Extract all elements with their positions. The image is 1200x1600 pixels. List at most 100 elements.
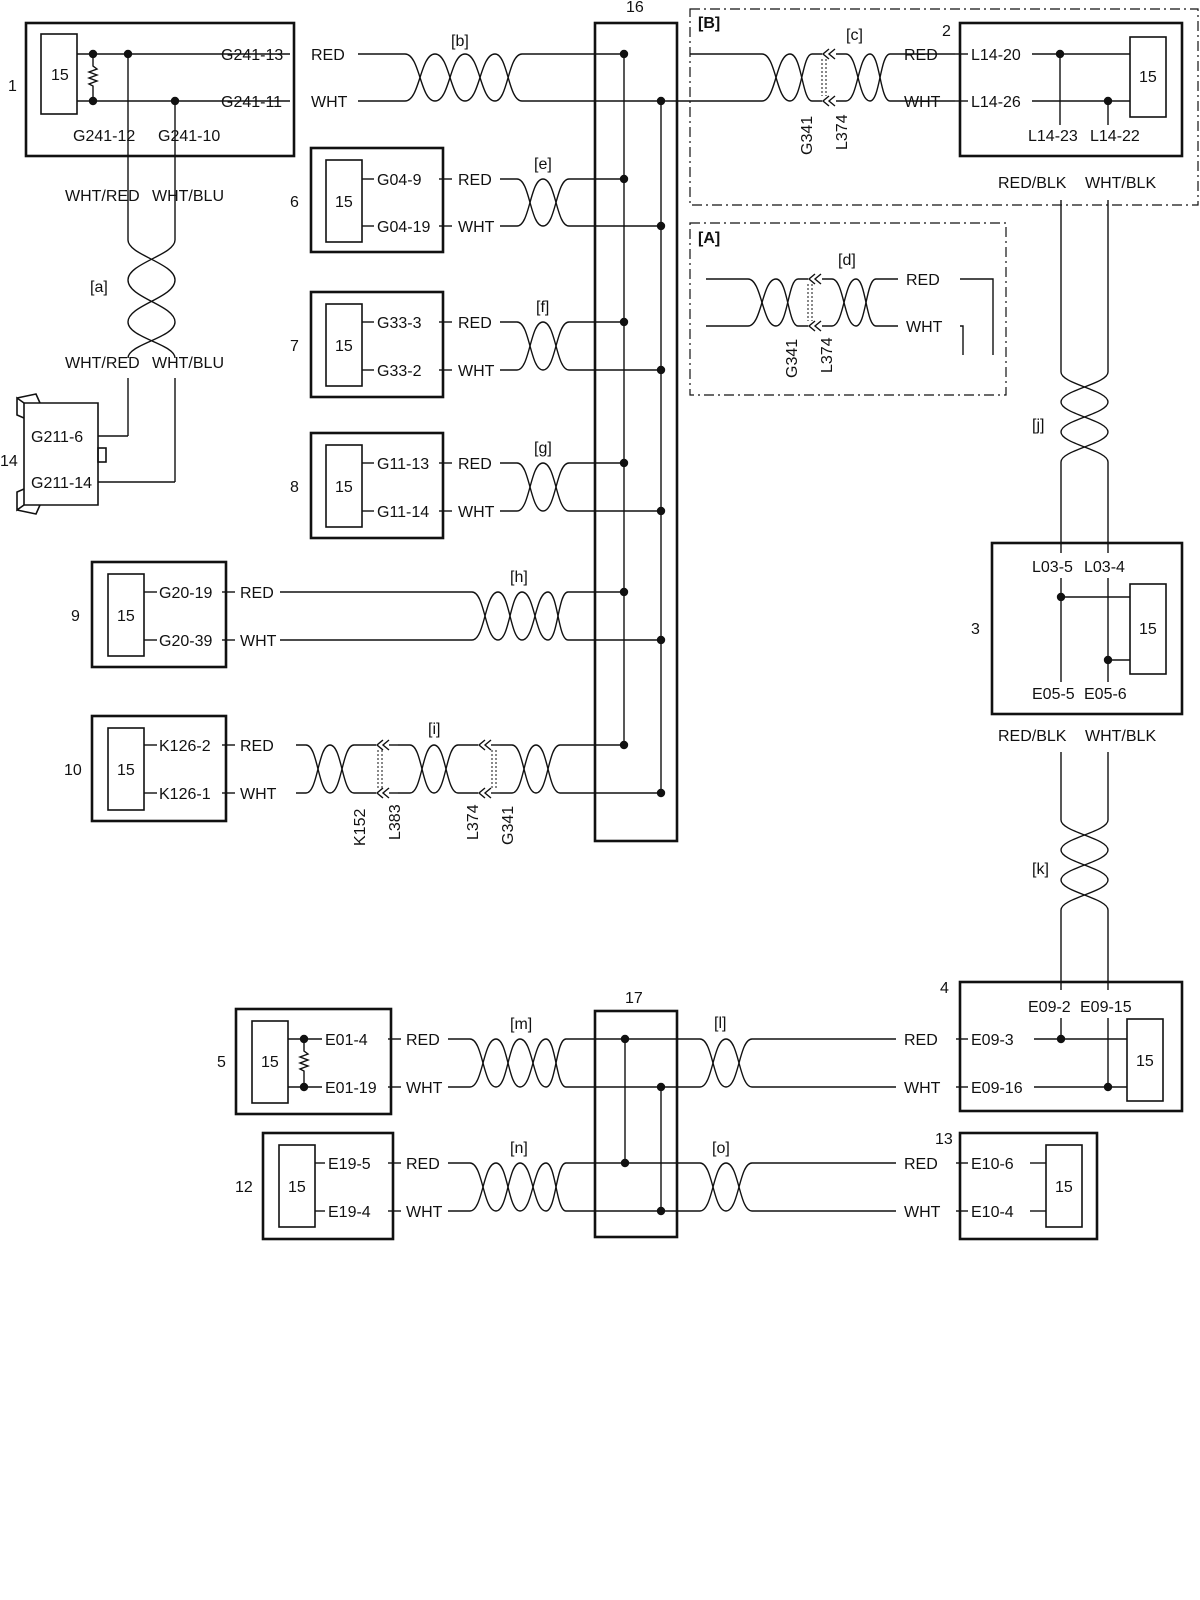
component-3-module-label: 15 <box>1139 621 1157 638</box>
variant-A: [A] [d] G341 L374 RED WHT <box>689 222 1007 396</box>
pin-E01-4: E01-4 <box>325 1032 368 1049</box>
pin-E09-15: E09-15 <box>1080 999 1132 1016</box>
variant-A-label: [A] <box>698 230 720 247</box>
pin-L14-23: L14-23 <box>1028 128 1078 145</box>
variant-B-label: [B] <box>698 15 720 32</box>
connector-label-G341: G341 <box>500 806 517 845</box>
junction-block-16: 16 <box>593 0 679 843</box>
pin-L14-20: L14-20 <box>971 47 1021 64</box>
pin-G11-14: G11-14 <box>377 504 429 521</box>
pin-G241-13: G241-13 <box>221 47 283 64</box>
twisted-pair-label-c: [c] <box>846 27 863 44</box>
wire-color-label: WHT <box>458 363 495 380</box>
wire-color-label: RED <box>458 315 492 332</box>
component-2: 15 2 L14-20 L14-26 L14-23 L14-22 <box>942 21 1184 158</box>
pin-G11-13: G11-13 <box>377 456 429 473</box>
pin-G241-12: G241-12 <box>73 128 135 145</box>
component-9-module-label: 15 <box>117 608 135 625</box>
component-4: 15 4 E09-2 E09-15 E09-3 E09-16 RED WHT <box>904 980 1184 1113</box>
terminating-resistor-icon <box>87 54 99 101</box>
pin-K126-2: K126-2 <box>159 738 211 755</box>
component-3-number: 3 <box>971 621 980 638</box>
pin-G20-39: G20-39 <box>159 633 212 650</box>
component-8-module-label: 15 <box>335 479 353 496</box>
twisted-pair-l: [l] <box>625 1015 896 1088</box>
diagnostic-connector-icon <box>23 402 99 506</box>
pin-G211-14: G211-14 <box>31 475 92 492</box>
component-9-number: 9 <box>71 608 80 625</box>
wire-color-label: RED <box>406 1032 440 1049</box>
pin-G04-19: G04-19 <box>377 219 430 236</box>
component-9: 15 9 G20-19 G20-39 RED WHT [h] <box>71 560 661 669</box>
component-4-box <box>958 980 1184 1113</box>
pin-G20-19: G20-19 <box>159 585 212 602</box>
twisted-pair-label-m: [m] <box>510 1016 532 1033</box>
wire-color-label: RED <box>406 1156 440 1173</box>
pin-E10-6: E10-6 <box>971 1156 1014 1173</box>
wire-color-label: RED <box>240 585 274 602</box>
component-6-module-label: 15 <box>335 194 353 211</box>
pin-E05-6: E05-6 <box>1084 686 1127 703</box>
wire-color-label: RED <box>904 1156 938 1173</box>
pin-G241-11: G241-11 <box>221 94 282 111</box>
twisted-pair-k: RED/BLK WHT/BLK [k] <box>998 728 1156 990</box>
twisted-pair-j: RED/BLK WHT/BLK [j] <box>998 175 1156 553</box>
component-5-number: 5 <box>217 1054 226 1071</box>
connector-label-L374: L374 <box>819 337 836 373</box>
variant-B-frame <box>689 8 1199 206</box>
component-2-module-label: 15 <box>1139 69 1157 86</box>
terminating-resistor-icon <box>298 1039 310 1087</box>
junction-16-box <box>593 21 679 843</box>
wire-color-label: WHT/RED <box>65 188 140 205</box>
wire-color-label: WHT/RED <box>65 355 140 372</box>
component-9-module <box>107 573 145 657</box>
pin-G211-6: G211-6 <box>31 429 83 446</box>
component-1-box <box>24 21 296 158</box>
twisted-pair-label-n: [n] <box>510 1140 528 1157</box>
twisted-pair-label-b: [b] <box>451 33 469 50</box>
twisted-pair-label-o: [o] <box>712 1140 730 1157</box>
pin-K126-1: K126-1 <box>159 786 211 803</box>
component-1-number: 1 <box>8 78 17 95</box>
twisted-pair-label-f: [f] <box>536 299 549 316</box>
wire-color-label: WHT <box>458 504 495 521</box>
twisted-pair-label-i: [i] <box>428 721 440 738</box>
connector-label-L374: L374 <box>465 804 482 840</box>
wire-color-label: RED <box>311 47 345 64</box>
component-4-module-label: 15 <box>1136 1053 1154 1070</box>
component-2-box <box>958 21 1184 158</box>
twisted-pair-b: [b] <box>358 33 690 102</box>
pin-E19-5: E19-5 <box>328 1156 371 1173</box>
pin-G241-10: G241-10 <box>158 128 220 145</box>
component-7-number: 7 <box>290 338 299 355</box>
component-8-number: 8 <box>290 479 299 496</box>
inline-connector-K152-L383 <box>375 739 398 799</box>
component-7-box <box>309 290 445 399</box>
component-7-module <box>325 303 363 387</box>
wire-color-label: WHT <box>406 1204 443 1221</box>
twisted-pair-label-g: [g] <box>534 440 552 457</box>
connector-label-G341: G341 <box>784 339 801 378</box>
wire-color-label: WHT <box>458 219 495 236</box>
wire-color-label: RED <box>904 1032 938 1049</box>
variant-A-frame <box>689 222 1007 396</box>
component-13: 15 13 E10-6 E10-4 RED WHT <box>904 1131 1099 1241</box>
wire-color-label: WHT <box>904 94 941 111</box>
twisted-pair-label-a: [a] <box>90 279 108 296</box>
wire-color-label: RED/BLK <box>998 728 1067 745</box>
component-3: 15 3 L03-5 L03-4 E05-5 E05-6 <box>971 541 1184 716</box>
component-9-box <box>90 560 228 669</box>
pin-L14-26: L14-26 <box>971 94 1021 111</box>
pin-L14-22: L14-22 <box>1090 128 1140 145</box>
twisted-pair-o: [o] <box>625 1140 896 1212</box>
component-2-number: 2 <box>942 23 951 40</box>
component-1: 15 1 G241-13 G241-11 G241-12 G241-10 RED… <box>8 21 348 240</box>
wire-color-label: RED <box>904 47 938 64</box>
pin-E09-2: E09-2 <box>1028 999 1071 1016</box>
component-13-box <box>958 1131 1099 1241</box>
pin-G04-9: G04-9 <box>377 172 422 189</box>
pin-G33-3: G33-3 <box>377 315 422 332</box>
pin-E10-4: E10-4 <box>971 1204 1014 1221</box>
component-10: 15 10 K126-2 K126-1 RED WHT [i] K152 L38… <box>64 714 661 846</box>
